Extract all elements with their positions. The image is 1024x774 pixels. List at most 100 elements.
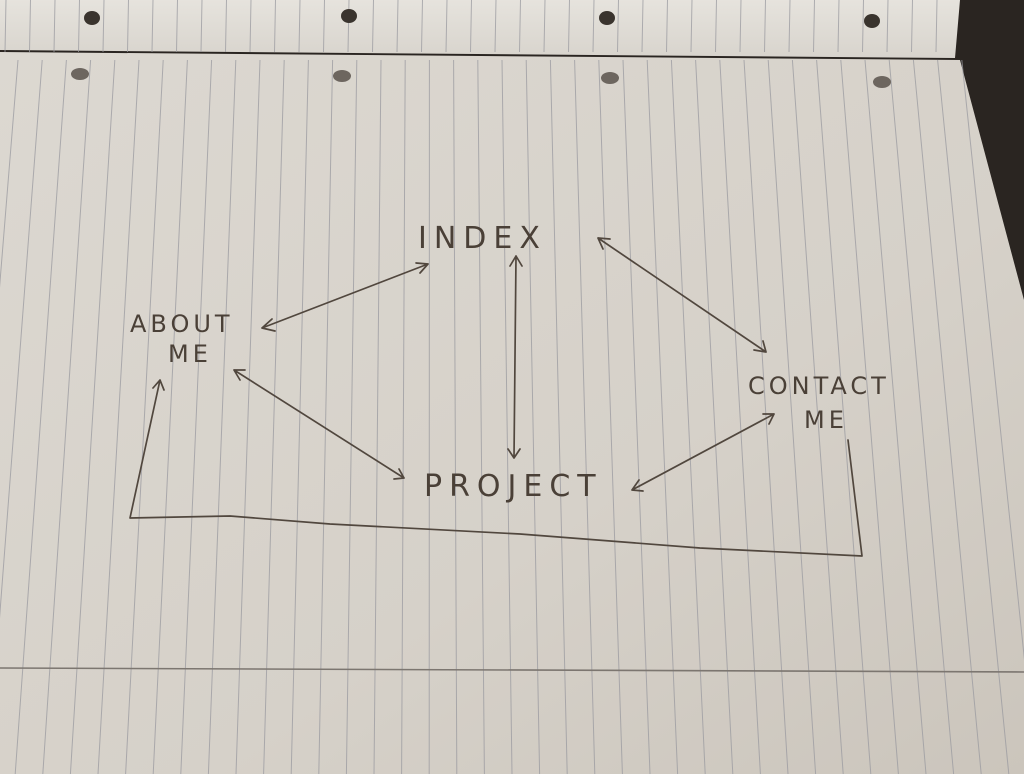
front-rule-line: [525, 59, 541, 774]
back-rule-line: [127, 0, 129, 53]
front-rule-line: [695, 59, 734, 774]
node-about-me: ABOUT ME: [130, 310, 234, 368]
front-rule-line: [207, 59, 237, 774]
front-rule-line: [840, 59, 899, 774]
back-rule-line: [29, 0, 31, 53]
node-project: PROJECT: [424, 469, 603, 504]
edge-project-contact: [631, 413, 775, 492]
front-sheet-holes: [71, 68, 891, 88]
front-rule-line: [888, 59, 955, 774]
punch-hole: [333, 70, 351, 82]
back-rule-line: [274, 0, 276, 53]
diagram-edges: [129, 237, 863, 557]
edge-index-project: [507, 255, 523, 459]
back-rule-line: [519, 0, 521, 53]
back-rule-line: [53, 0, 56, 53]
edge-index-contact: [597, 237, 767, 353]
back-rule-line: [764, 0, 766, 53]
front-rule-line: [912, 59, 982, 774]
front-sheet: [0, 52, 1024, 774]
front-rule-line: [622, 59, 651, 774]
back-rule-line: [78, 0, 80, 53]
back-rule-line: [935, 0, 938, 53]
node-about-label-line1: ABOUT: [130, 310, 234, 338]
back-rule-line: [617, 0, 619, 53]
front-rule-line: [816, 59, 872, 774]
edge-about-index: [261, 262, 429, 332]
front-rule-line: [477, 59, 485, 774]
edge-contact-about: [129, 379, 863, 557]
back-rule-line: [200, 0, 203, 53]
front-sheet-rules: [0, 59, 1024, 774]
back-rule-line: [862, 0, 864, 53]
back-rule-line: [323, 0, 325, 53]
front-rule-line: [152, 59, 188, 774]
front-rule-line: [574, 59, 596, 774]
back-rule-line: [176, 0, 178, 53]
node-index-label: INDEX: [418, 221, 547, 256]
back-rule-line: [666, 0, 668, 53]
front-rule-line: [864, 59, 927, 774]
back-rule-line: [470, 0, 472, 53]
punch-hole: [864, 14, 880, 28]
front-rule-line: [69, 59, 116, 774]
front-rule-line: [791, 59, 844, 774]
front-rule-line: [501, 59, 513, 774]
front-rule-line: [598, 59, 623, 774]
front-rule-line: [318, 59, 334, 774]
front-rule-line: [0, 59, 19, 288]
back-rule-line: [568, 0, 570, 53]
back-rule-line: [813, 0, 815, 53]
front-rule-line: [14, 59, 67, 774]
front-rule-line: [549, 59, 568, 774]
punch-hole: [601, 72, 619, 84]
back-sheet-rules: [4, 0, 938, 53]
back-rule-line: [4, 0, 7, 53]
back-sheet-holes: [84, 9, 880, 28]
front-rule-line: [0, 59, 43, 619]
front-rule-line: [97, 59, 140, 774]
punch-hole: [873, 76, 891, 88]
node-project-label: PROJECT: [424, 469, 603, 504]
back-rule-line: [715, 0, 717, 53]
edge-project-about: [233, 369, 405, 480]
back-rule-line: [911, 0, 913, 53]
front-rule-line: [719, 59, 761, 774]
back-rule-line: [494, 0, 497, 53]
back-rule-line: [225, 0, 227, 53]
punch-hole: [341, 9, 357, 23]
front-rule-line: [180, 59, 213, 774]
back-rule-line: [249, 0, 252, 53]
back-rule-line: [347, 0, 350, 53]
node-about-label-line2: ME: [168, 340, 212, 368]
node-contact-label-line1: CONTACT: [748, 372, 890, 400]
back-rule-line: [372, 0, 374, 53]
back-rule-line: [151, 0, 154, 53]
back-rule-line: [298, 0, 301, 53]
node-index: INDEX: [418, 221, 547, 256]
front-rule-line: [401, 59, 406, 774]
back-rule-line: [421, 0, 423, 53]
front-rule-line: [743, 59, 789, 774]
back-rule-line: [445, 0, 448, 53]
back-rule-line: [641, 0, 644, 53]
punch-hole: [71, 68, 89, 80]
back-rule-line: [102, 0, 105, 53]
front-rule-line: [345, 59, 358, 774]
node-contact-me: CONTACT ME: [748, 372, 890, 434]
back-sheet: [0, 0, 960, 58]
front-rule-line: [767, 59, 817, 774]
back-rule-line: [690, 0, 693, 53]
back-rule-line: [396, 0, 399, 53]
punch-hole: [84, 11, 100, 25]
punch-hole: [599, 11, 615, 25]
front-rule-line: [453, 59, 458, 774]
diagram-nodes: INDEX ABOUT ME PROJECT CONTACT ME: [130, 221, 890, 504]
front-rule-line: [937, 59, 1010, 774]
front-rule-line: [373, 59, 382, 774]
back-rule-line: [788, 0, 791, 53]
back-rule-line: [886, 0, 889, 53]
front-rule-line: [646, 59, 679, 774]
